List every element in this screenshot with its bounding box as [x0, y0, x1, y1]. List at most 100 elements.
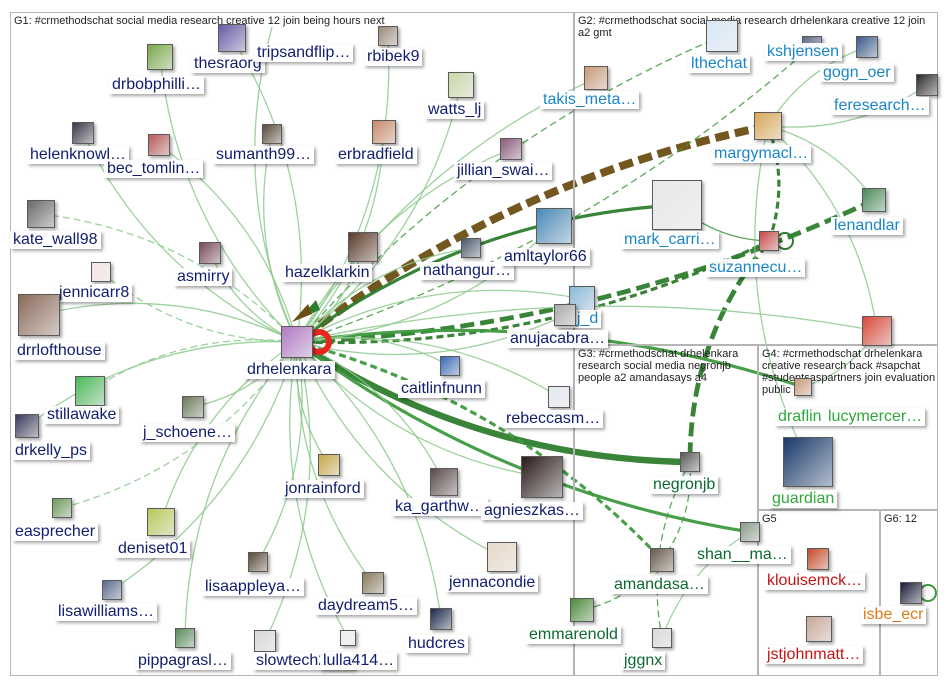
node-label: nathangur… — [420, 262, 514, 280]
node-label: bec_tomlin… — [104, 160, 203, 178]
avatar — [362, 572, 384, 594]
avatar — [430, 468, 458, 496]
node-label: hazelklarkin — [282, 264, 372, 282]
avatar — [182, 396, 204, 418]
node-label: margymacl… — [711, 145, 811, 163]
node-label: amandasa… — [611, 576, 708, 594]
node-label: asmirry — [174, 268, 232, 286]
avatar — [102, 580, 122, 600]
node-label: jonrainford — [282, 480, 364, 498]
avatar — [783, 437, 833, 487]
avatar — [72, 122, 94, 144]
avatar — [900, 582, 922, 604]
node-label: drhelenkara — [244, 361, 335, 379]
node-label: klouisemck… — [764, 572, 865, 590]
avatar — [262, 124, 282, 144]
avatar — [147, 44, 173, 70]
avatar — [652, 180, 702, 230]
node-label: negronjb — [650, 476, 718, 494]
avatar — [318, 454, 340, 476]
avatar — [807, 548, 829, 570]
node-label: easprecher — [12, 523, 98, 541]
avatar — [584, 66, 608, 90]
group-title: G6: 12 — [884, 513, 936, 525]
node-label: tripsandflip… — [254, 44, 353, 62]
node-label: guardian — [769, 490, 837, 508]
avatar — [548, 386, 570, 408]
avatar — [148, 134, 170, 156]
group-title: G3: #crmethodschat drhelenkara research … — [578, 348, 758, 384]
group-title: G5 — [762, 513, 802, 525]
avatar — [680, 452, 700, 472]
avatar — [806, 616, 832, 642]
avatar — [147, 508, 175, 536]
avatar — [652, 628, 672, 648]
node-label: agnieszkas… — [481, 502, 583, 520]
avatar — [862, 316, 892, 346]
avatar — [378, 26, 398, 46]
node-label: gogn_oer — [820, 64, 894, 82]
node-label: takis_meta… — [540, 91, 639, 109]
group-title: G1: #crmethodschat social media research… — [14, 15, 554, 27]
avatar — [536, 208, 572, 244]
avatar — [199, 242, 221, 264]
avatar — [650, 548, 674, 572]
node-label: j_schoene… — [140, 424, 235, 442]
avatar — [372, 120, 396, 144]
avatar — [340, 630, 356, 646]
node-label: pippagrasl… — [135, 652, 231, 670]
avatar — [254, 630, 276, 652]
node-label: lucymercer… — [825, 408, 925, 426]
node-label: kate_wall98 — [10, 231, 101, 249]
node-label: ka_garthw… — [392, 498, 488, 516]
avatar — [348, 232, 378, 262]
avatar — [281, 326, 313, 358]
avatar — [706, 20, 738, 52]
avatar — [759, 231, 779, 251]
avatar — [52, 498, 72, 518]
avatar — [430, 608, 452, 630]
node-label: isbe_ecr — [860, 606, 926, 624]
node-label: shan__ma… — [694, 546, 791, 564]
node-label: feresearch… — [831, 97, 929, 115]
node-label: lthechat — [688, 55, 750, 73]
avatar — [856, 36, 878, 58]
avatar — [448, 72, 474, 98]
node-label: mark_carri… — [621, 231, 719, 249]
avatar — [500, 138, 522, 160]
node-label: emmarenold — [526, 626, 621, 644]
node-label: sumanth99… — [213, 146, 314, 164]
node-label: lenandlar — [831, 217, 903, 235]
avatar — [75, 376, 105, 406]
node-label: lisawilliams… — [55, 603, 157, 621]
node-label: suzannecu… — [706, 259, 805, 277]
node-label: lulla414… — [320, 652, 397, 670]
node-label: jstjohnmatt… — [764, 646, 863, 664]
avatar — [916, 74, 938, 96]
avatar — [15, 414, 39, 438]
node-label: drbobphilli… — [109, 76, 204, 94]
avatar — [175, 628, 195, 648]
node-label: kshjensen — [764, 43, 842, 61]
avatar — [218, 24, 246, 52]
node-label: jggnx — [621, 652, 665, 670]
node-label: amltaylor66 — [501, 248, 590, 266]
node-label: jillian_swai… — [454, 162, 552, 180]
avatar — [18, 294, 60, 336]
avatar — [740, 522, 760, 542]
avatar — [487, 542, 517, 572]
avatar — [461, 238, 481, 258]
group-title: G4: #crmethodschat drhelenkara creative … — [762, 348, 938, 396]
node-label: draflin — [775, 408, 825, 426]
node-label: drkelly_ps — [12, 442, 90, 460]
node-label: jennacondie — [446, 574, 538, 592]
avatar — [440, 356, 460, 376]
avatar — [521, 456, 563, 498]
avatar — [27, 200, 55, 228]
avatar — [554, 304, 576, 326]
avatar — [91, 262, 111, 282]
avatar — [570, 598, 594, 622]
node-label: erbradfield — [335, 146, 417, 164]
node-label: watts_lj — [425, 101, 484, 119]
node-label: jennicarr8 — [56, 284, 132, 302]
